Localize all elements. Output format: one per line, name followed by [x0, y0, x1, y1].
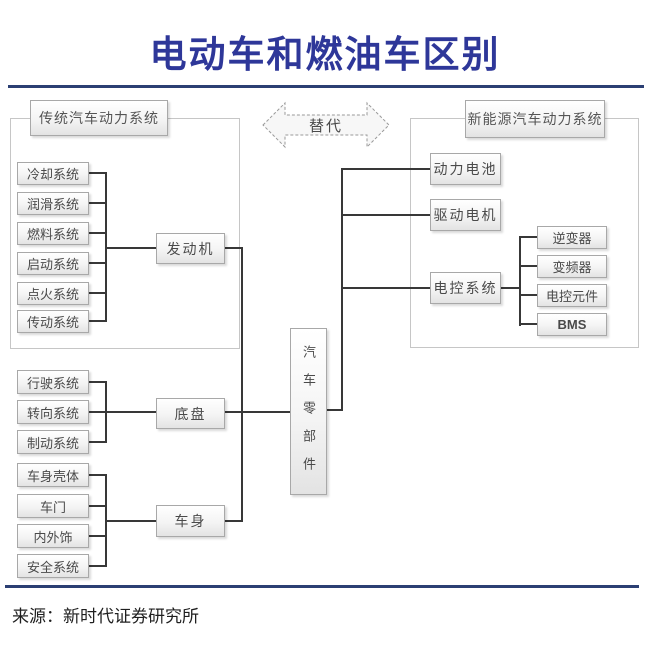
node-ignition-system: 点火系统 — [17, 282, 89, 305]
node-starting-system: 启动系统 — [17, 252, 89, 275]
node-power-battery: 动力电池 — [430, 153, 501, 185]
connector — [241, 247, 243, 522]
replace-arrow-icon — [262, 101, 390, 149]
node-cooling-system: 冷却系统 — [17, 162, 89, 185]
bottom-rule — [5, 585, 639, 588]
connector — [89, 320, 107, 322]
connector — [225, 411, 290, 413]
node-control-components: 电控元件 — [537, 284, 607, 307]
source-text: 来源：新时代证券研究所 — [12, 607, 199, 626]
connector — [225, 247, 243, 249]
connector — [89, 411, 107, 413]
connector — [89, 172, 107, 174]
connector — [89, 202, 107, 204]
connector — [519, 294, 537, 296]
node-transmission-system: 传动系统 — [17, 310, 89, 333]
connector — [501, 287, 520, 289]
connector — [89, 505, 107, 507]
node-interior-exterior-trim: 内外饰 — [17, 524, 89, 548]
node-bms: BMS — [537, 313, 607, 336]
node-lubrication-system: 润滑系统 — [17, 192, 89, 215]
connector — [105, 411, 156, 413]
node-auto-parts: 汽车零部件 — [290, 328, 327, 495]
connector — [89, 565, 107, 567]
node-steering-system: 转向系统 — [17, 400, 89, 424]
node-electronic-control-system: 电控系统 — [430, 272, 501, 304]
page-title: 电动车和燃油车区别 — [149, 34, 501, 75]
connector — [89, 292, 107, 294]
traditional-system-header: 传统汽车动力系统 — [30, 100, 168, 136]
node-safety-system: 安全系统 — [17, 554, 89, 578]
connector — [519, 236, 537, 238]
connector — [89, 474, 107, 476]
new-energy-system-header: 新能源汽车动力系统 — [465, 100, 605, 138]
connector — [105, 520, 156, 522]
node-body: 车身 — [156, 505, 225, 537]
node-drive-motor: 驱动电机 — [430, 199, 501, 231]
connector — [519, 265, 537, 267]
node-engine: 发动机 — [156, 233, 225, 264]
title-rule — [8, 85, 644, 88]
connector — [89, 535, 107, 537]
connector — [89, 232, 107, 234]
node-body-shell: 车身壳体 — [17, 463, 89, 487]
connector — [89, 262, 107, 264]
connector — [89, 381, 107, 383]
node-braking-system: 制动系统 — [17, 430, 89, 454]
connector — [341, 168, 343, 411]
node-fuel-system: 燃料系统 — [17, 222, 89, 245]
node-frequency-converter: 变频器 — [537, 255, 607, 278]
node-driving-system: 行驶系统 — [17, 370, 89, 394]
node-inverter: 逆变器 — [537, 226, 607, 249]
connector — [519, 236, 521, 326]
connector — [519, 323, 537, 325]
node-chassis: 底盘 — [156, 398, 225, 429]
connector — [105, 247, 156, 249]
connector — [341, 168, 430, 170]
connector — [341, 214, 430, 216]
connector — [341, 287, 430, 289]
connector — [327, 409, 343, 411]
connector — [225, 520, 243, 522]
connector — [89, 441, 107, 443]
replace-arrow-label: 替代 — [308, 118, 343, 135]
node-door: 车门 — [17, 494, 89, 518]
